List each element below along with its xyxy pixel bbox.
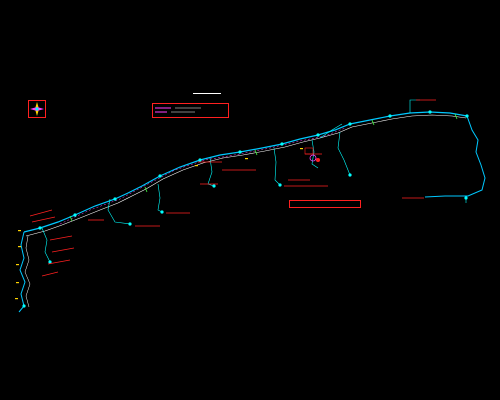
- label-leader: [49, 235, 73, 241]
- structure-node: [348, 173, 352, 177]
- branch-line-5: [311, 139, 319, 169]
- structure-node: [160, 210, 164, 214]
- chainage-markers: [15, 148, 303, 300]
- branch-line-4: [273, 147, 281, 186]
- downstream-meander-inner: [24, 235, 31, 308]
- label-leader: [29, 209, 53, 217]
- secondary-channel-line: [25, 114, 467, 237]
- structure-node: [73, 213, 77, 217]
- structure-node: [22, 304, 26, 308]
- chainage-marker: [195, 165, 198, 167]
- note-box: [289, 200, 361, 208]
- right-loop-top-line: [409, 99, 420, 113]
- north-arrow-frame: [28, 100, 46, 118]
- right-loop-line: [424, 115, 486, 198]
- chainage-marker: [16, 264, 19, 266]
- structure-node: [48, 260, 52, 264]
- compass-icon: [30, 102, 44, 116]
- downstream-meander-line: [18, 231, 26, 313]
- legend-box: [152, 103, 229, 118]
- structure-node: [278, 183, 282, 187]
- label-leaders: [29, 99, 436, 277]
- structure-node: [128, 222, 132, 226]
- accent-channel-line: [59, 127, 346, 225]
- chainage-marker: [18, 230, 21, 232]
- green-ticks: [69, 113, 458, 222]
- upper-branch-line: [319, 123, 343, 139]
- drawing-title: [193, 87, 221, 94]
- legend-swatches: [155, 107, 201, 113]
- structure-node: [316, 133, 320, 137]
- structure-node: [212, 184, 216, 188]
- structure-node: [113, 197, 117, 201]
- structure-node: [465, 114, 469, 118]
- chainage-marker: [245, 158, 248, 160]
- green-tick: [69, 215, 73, 222]
- structure-node: [280, 142, 284, 146]
- green-tick: [371, 119, 375, 126]
- branch-line-6: [337, 131, 351, 176]
- structure-node: [38, 226, 42, 230]
- junction-cluster: [304, 147, 320, 162]
- green-tick: [254, 149, 258, 156]
- structure-node: [158, 174, 162, 178]
- chainage-marker: [16, 282, 19, 284]
- junction-marker: [309, 154, 317, 162]
- structure-node: [198, 158, 202, 162]
- branch-line-3: [207, 157, 215, 187]
- structure-node: [238, 150, 242, 154]
- junction-box: [304, 147, 314, 155]
- structure-node: [428, 110, 432, 114]
- label-leader: [47, 259, 71, 265]
- structure-nodes: [22, 110, 469, 308]
- branch-line-west: [41, 227, 51, 263]
- chainage-marker: [15, 298, 18, 300]
- green-tick: [144, 186, 148, 193]
- structure-node: [388, 114, 392, 118]
- chainage-marker: [18, 246, 21, 248]
- structure-node: [464, 196, 468, 200]
- label-leader: [31, 216, 56, 223]
- junction-marker: [316, 158, 320, 162]
- label-leader: [41, 271, 59, 277]
- green-tick: [454, 113, 458, 120]
- branch-line-2: [157, 183, 163, 213]
- label-leader: [51, 247, 75, 253]
- chainage-marker: [300, 148, 303, 150]
- branch-line-1: [107, 198, 131, 225]
- structure-node: [348, 122, 352, 126]
